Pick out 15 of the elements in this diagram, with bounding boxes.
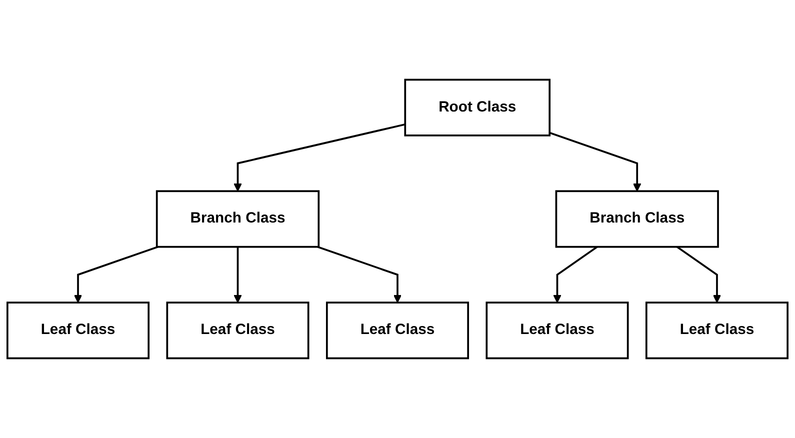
node-box: Leaf Class <box>166 302 310 360</box>
arrow <box>317 246 402 303</box>
arrow <box>553 246 598 303</box>
node-box: Leaf Class <box>326 302 470 360</box>
node-box: Leaf Class <box>486 302 629 360</box>
arrow <box>74 246 158 303</box>
arrow <box>234 246 242 303</box>
node-box: Branch Class <box>555 190 719 248</box>
arrow <box>549 132 642 192</box>
node-box: Leaf Class <box>6 302 150 360</box>
node-box: Root Class <box>404 78 551 136</box>
node-box: Branch Class <box>156 190 320 248</box>
node-box: Leaf Class <box>645 302 788 360</box>
arrow <box>676 246 722 303</box>
arrow <box>234 123 406 192</box>
